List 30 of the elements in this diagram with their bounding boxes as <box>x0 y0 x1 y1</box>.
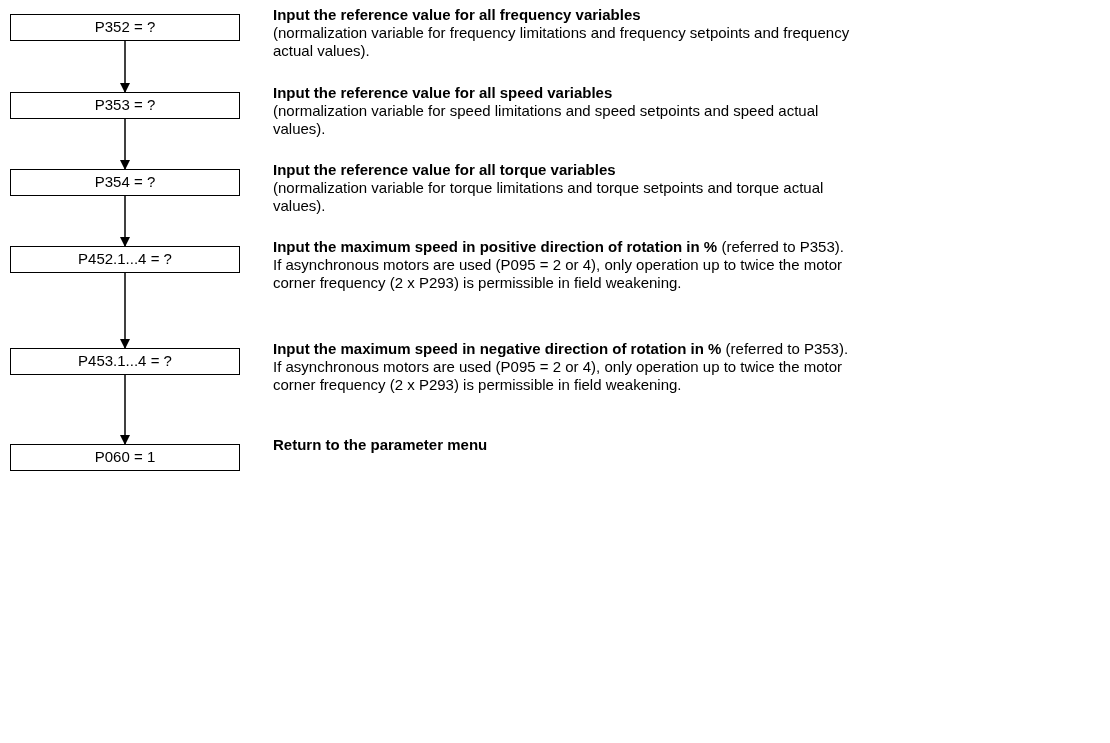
arrow <box>120 272 130 349</box>
parameter-text: P354 = ? <box>94 172 156 193</box>
step-description: (normalization variable for speed limitations and speed setpoints and speed actual values). <box>273 102 820 138</box>
step-heading: Input the maximum speed in negative direction of rotation in % <box>273 340 722 357</box>
parameter-text: P453.1...4 = ? <box>78 351 172 372</box>
process-box <box>10 92 240 119</box>
arrow <box>120 374 130 445</box>
step-heading: Return to the parameter menu <box>273 436 488 453</box>
process-box <box>10 246 240 273</box>
arrow <box>120 40 130 93</box>
process-box <box>10 444 240 471</box>
step-note: (referred to P353). <box>721 238 844 255</box>
step-description: If asynchronous motors are used (P095 = 2 or 4), only operation up to twice the motor corner frequency (2 x P293) is permissible in field weakening. <box>273 358 844 394</box>
process-box <box>10 348 240 375</box>
parameter-text: P352 = ? <box>94 17 156 38</box>
step-description: If asynchronous motors are used (P095 = 2 or 4), only operation up to twice the motor corner frequency (2 x P293) is permissible in field weakening. <box>273 256 844 292</box>
arrow <box>120 195 130 247</box>
arrow <box>120 118 130 170</box>
step-description: (normalization variable for frequency limitations and frequency setpoints and frequency actual values). <box>273 24 851 60</box>
step-note: (referred to P353). <box>725 340 849 357</box>
parameter-text: P452.1...4 = ? <box>78 249 172 270</box>
parameter-text: P353 = ? <box>94 95 156 116</box>
process-box <box>10 14 240 41</box>
step-heading: Input the reference value for all frequency variables <box>273 6 641 23</box>
parameter-text: P060 = 1 <box>94 447 156 468</box>
step-heading: Input the reference value for all torque variables <box>273 161 616 178</box>
step-description: (normalization variable for torque limitations and torque setpoints and torque actual values). <box>273 179 825 215</box>
step-heading: Input the reference value for all speed variables <box>273 84 613 101</box>
process-box <box>10 169 240 196</box>
step-heading: Input the maximum speed in positive direction of rotation in % <box>273 238 718 255</box>
